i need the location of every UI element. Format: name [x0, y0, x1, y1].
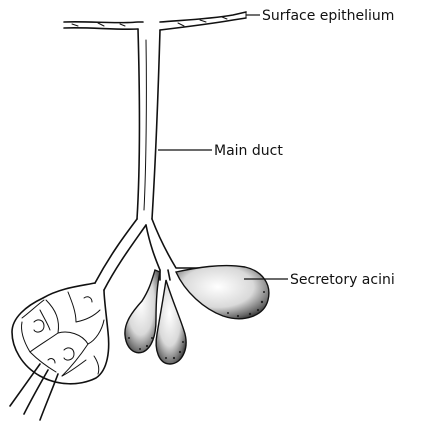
acinus-left [125, 270, 160, 353]
label-main-duct: Main duct [214, 143, 283, 159]
acinus-middle [156, 280, 186, 364]
surface-epithelium [64, 12, 246, 30]
main-duct [137, 29, 160, 219]
label-secretory-acini: Secretory acini [290, 272, 395, 288]
secretory-acini [125, 266, 269, 364]
acinus-large [176, 266, 269, 319]
label-surface-epithelium: Surface epithelium [262, 8, 394, 24]
sectioned-acini-cluster [10, 283, 109, 420]
